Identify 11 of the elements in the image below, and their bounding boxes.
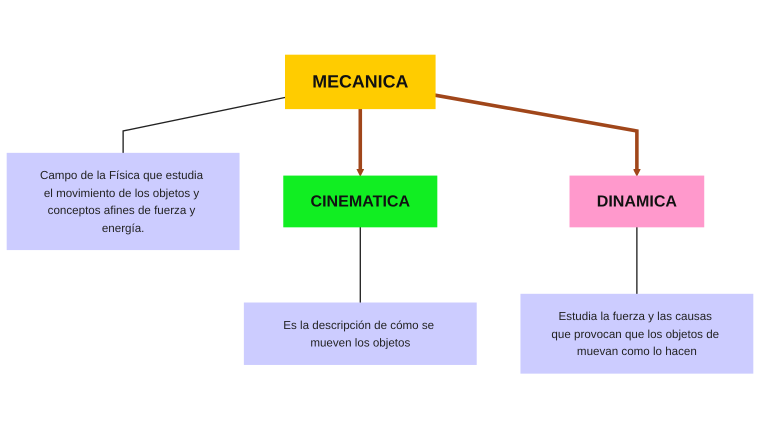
arrow	[434, 93, 641, 176]
connector	[360, 226, 361, 303]
arrow	[356, 108, 364, 176]
connector	[122, 96, 286, 154]
connector	[636, 226, 638, 294]
node-box: DINAMICA	[570, 175, 704, 228]
node-box: Estudia la fuerza y las causas que provocan que los objetos de muevan como lo hacen	[520, 294, 754, 374]
node-box: Campo de la Física que estudia el movimiento de los objetos y conceptos afines de fuerza y energía.	[6, 152, 240, 250]
node-box: MECANICA	[285, 54, 436, 109]
node-box: Es la descripción de cómo se mueven los objetos	[244, 302, 477, 365]
node-box: CINEMATICA	[283, 175, 438, 228]
